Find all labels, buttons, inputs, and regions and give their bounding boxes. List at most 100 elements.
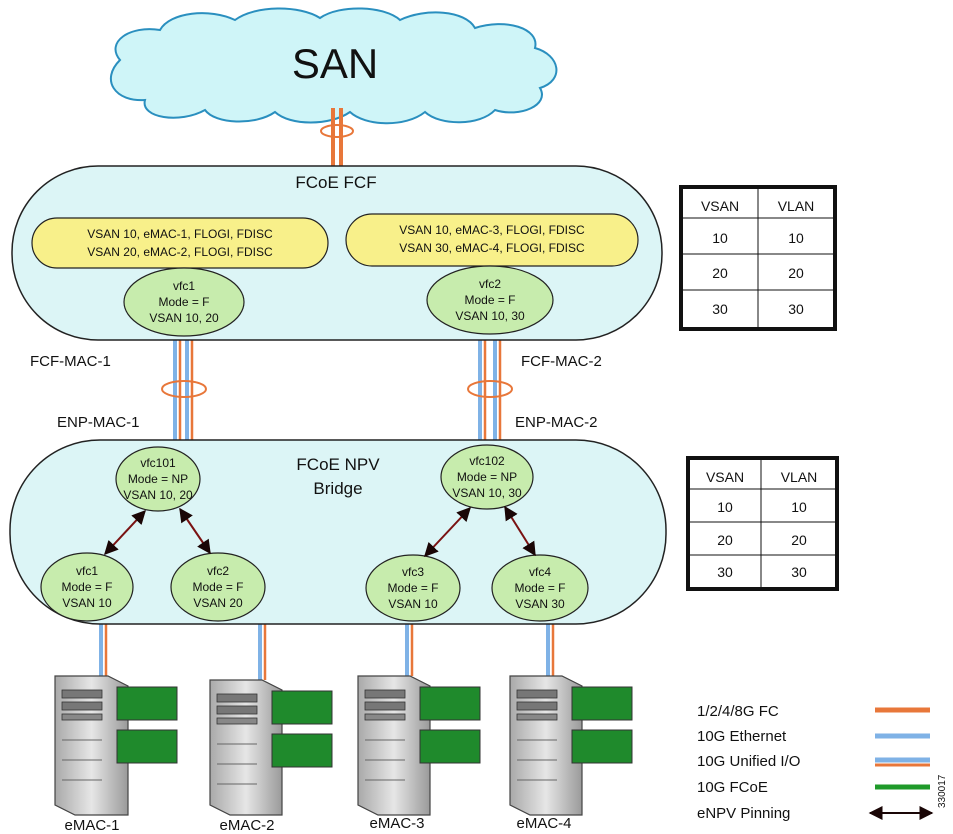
nic-card: [571, 729, 633, 764]
san-label: SAN: [292, 40, 378, 87]
svg-text:vfc2: vfc2: [207, 564, 229, 578]
svg-text:30: 30: [712, 301, 728, 317]
svg-text:10: 10: [712, 230, 728, 246]
svg-text:vfc101: vfc101: [140, 456, 176, 470]
fcf-login-entry: VSAN 10, eMAC-3, FLOGI, FDISC: [399, 223, 585, 237]
np-vfc-right: vfc102 Mode = NP VSAN 10, 30: [440, 444, 534, 510]
svg-text:vfc3: vfc3: [402, 565, 424, 579]
legend-label: 10G FCoE: [697, 779, 768, 796]
fcf-login-box-right: VSAN 10, eMAC-3, FLOGI, FDISC VSAN 30, e…: [345, 213, 639, 267]
pinning-arrow: [504, 505, 536, 557]
nic-card: [271, 733, 333, 768]
npv-title-line1: FCoE NPV: [296, 455, 380, 474]
uplink-left: [161, 338, 207, 446]
svg-text:Mode = F: Mode = F: [387, 581, 438, 595]
legend-label: 1/2/4/8G FC: [697, 703, 779, 720]
svg-text:VSAN 10, 30: VSAN 10, 30: [452, 486, 522, 500]
svg-text:20: 20: [717, 532, 733, 548]
svg-text:10: 10: [788, 230, 804, 246]
f-vfc-4: vfc4 Mode = F VSAN 30: [491, 554, 589, 622]
enp-mac-2-label: ENP-MAC-2: [515, 414, 598, 431]
svg-text:VSAN 30: VSAN 30: [515, 597, 565, 611]
san-fcf-link: [320, 108, 354, 166]
fcf-mac-1-label: FCF-MAC-1: [30, 353, 111, 370]
fcf-vfc-left: vfc1 Mode = F VSAN 10, 20: [123, 267, 245, 337]
np-vfc-left: vfc101 Mode = NP VSAN 10, 20: [115, 446, 201, 512]
svg-text:Mode = NP: Mode = NP: [128, 472, 188, 486]
host-downlinks: [99, 620, 555, 680]
svg-text:VSAN 10: VSAN 10: [62, 596, 112, 610]
svg-text:30: 30: [791, 564, 807, 580]
vsan-vlan-table-fcf: VSAN VLAN 10 10 20 20 30 30: [679, 185, 837, 331]
host-tower: eMAC-2: [209, 679, 333, 834]
fcf-mac-2-label: FCF-MAC-2: [521, 353, 602, 370]
nic-card: [571, 686, 633, 721]
svg-text:VSAN: VSAN: [701, 198, 739, 214]
f-vfc-3: vfc3 Mode = F VSAN 10: [365, 554, 461, 622]
host-label: eMAC-1: [64, 817, 119, 834]
fcf-switch: FCoE FCF VSAN 10, eMAC-1, FLOGI, FDISC V…: [11, 165, 663, 341]
fcf-login-entry: VSAN 10, eMAC-1, FLOGI, FDISC: [87, 227, 273, 241]
san-cloud: SAN: [109, 7, 558, 125]
nic-card: [419, 729, 481, 764]
svg-text:vfc4: vfc4: [529, 565, 551, 579]
svg-text:VSAN 10, 20: VSAN 10, 20: [123, 488, 193, 502]
nic-card: [116, 686, 178, 721]
svg-text:Mode = F: Mode = F: [192, 580, 243, 594]
svg-text:10: 10: [791, 499, 807, 515]
host-label: eMAC-3: [369, 815, 424, 832]
svg-text:VLAN: VLAN: [778, 198, 815, 214]
enp-mac-1-label: ENP-MAC-1: [57, 414, 140, 431]
svg-text:VSAN: VSAN: [706, 469, 744, 485]
legend-label: 10G Unified I/O: [697, 753, 800, 770]
pinning-arrow: [179, 507, 211, 555]
svg-text:VSAN 10: VSAN 10: [388, 597, 438, 611]
legend-label: eNPV Pinning: [697, 805, 790, 822]
svg-text:vfc102: vfc102: [469, 454, 505, 468]
host-tower: eMAC-1: [54, 675, 178, 834]
host-tower: eMAC-4: [509, 675, 633, 832]
fcf-login-entry: VSAN 20, eMAC-2, FLOGI, FDISC: [87, 245, 273, 259]
pinning-arrow: [104, 509, 146, 556]
nic-card: [271, 690, 333, 725]
svg-text:20: 20: [791, 532, 807, 548]
vsan-vlan-table-npv: VSAN VLAN 10 10 20 20 30 30: [686, 456, 839, 591]
pinning-arrows: [104, 505, 536, 558]
svg-text:vfc1: vfc1: [76, 564, 98, 578]
fcf-title: FCoE FCF: [295, 173, 376, 192]
uplink-right: [467, 338, 513, 446]
svg-text:vfc2: vfc2: [479, 277, 501, 291]
svg-text:vfc1: vfc1: [173, 279, 195, 293]
svg-text:Mode = F: Mode = F: [61, 580, 112, 594]
svg-text:VSAN 10, 30: VSAN 10, 30: [455, 309, 525, 323]
host-label: eMAC-2: [219, 817, 274, 834]
legend: 1/2/4/8G FC 10G Ethernet 10G Unified I/O…: [697, 703, 934, 822]
svg-text:Mode = F: Mode = F: [158, 295, 209, 309]
fcf-vfc-right: vfc2 Mode = F VSAN 10, 30: [426, 265, 554, 335]
npv-title-line2: Bridge: [313, 479, 362, 498]
fcf-login-entry: VSAN 30, eMAC-4, FLOGI, FDISC: [399, 241, 585, 255]
svg-text:VSAN 10, 20: VSAN 10, 20: [149, 311, 219, 325]
legend-label: 10G Ethernet: [697, 728, 787, 745]
svg-text:Mode = F: Mode = F: [514, 581, 565, 595]
f-vfc-2: vfc2 Mode = F VSAN 20: [170, 552, 266, 622]
figure-id: 330017: [937, 774, 948, 808]
svg-text:VSAN 20: VSAN 20: [193, 596, 243, 610]
host-tower: eMAC-3: [357, 675, 481, 832]
nic-card: [419, 686, 481, 721]
svg-text:20: 20: [712, 265, 728, 281]
svg-text:30: 30: [717, 564, 733, 580]
svg-text:10: 10: [717, 499, 733, 515]
npv-bridge: FCoE NPV Bridge vfc101 Mode = NP VSAN 10…: [9, 439, 667, 625]
f-vfc-1: vfc1 Mode = F VSAN 10: [40, 552, 134, 622]
svg-text:30: 30: [788, 301, 804, 317]
nic-card: [116, 729, 178, 764]
svg-text:Mode = NP: Mode = NP: [457, 470, 517, 484]
host-label: eMAC-4: [516, 815, 571, 832]
fcf-login-box-left: VSAN 10, eMAC-1, FLOGI, FDISC VSAN 20, e…: [31, 217, 329, 269]
svg-text:VLAN: VLAN: [781, 469, 818, 485]
svg-text:Mode = F: Mode = F: [464, 293, 515, 307]
svg-text:20: 20: [788, 265, 804, 281]
pinning-arrow: [424, 506, 471, 558]
